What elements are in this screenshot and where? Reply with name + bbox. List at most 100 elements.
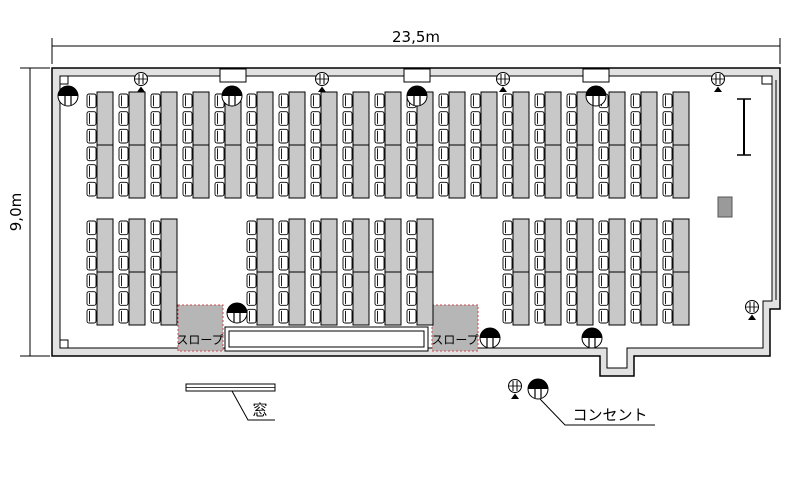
outlet-marker	[511, 393, 519, 399]
chair	[630, 164, 641, 179]
chair-seat	[406, 238, 417, 253]
chair-seat	[630, 273, 641, 289]
wall-outlet-icon	[221, 85, 243, 107]
desk	[640, 144, 658, 199]
chair-seat	[182, 181, 193, 197]
outlet-legend-label: コンセント	[572, 406, 647, 424]
chair	[310, 220, 321, 236]
chair	[118, 128, 129, 144]
chair-seat	[566, 238, 577, 253]
chair	[246, 238, 257, 253]
chair	[406, 308, 417, 324]
chair-seat	[534, 273, 545, 289]
desk	[672, 218, 690, 273]
chair-seat	[278, 111, 289, 126]
chair	[470, 93, 481, 109]
chair	[278, 111, 289, 126]
desk-column	[310, 218, 338, 326]
chair	[502, 181, 513, 197]
chair	[246, 273, 257, 289]
chair	[566, 128, 577, 144]
chair-seat	[662, 220, 673, 236]
chair-seat	[470, 93, 481, 109]
chair	[534, 128, 545, 144]
chair-seat	[406, 291, 417, 306]
desk	[512, 218, 530, 273]
chair-seat	[214, 181, 225, 197]
chair	[246, 93, 257, 109]
chair	[662, 93, 673, 109]
chair-seat	[438, 93, 449, 109]
chair-seat	[374, 255, 385, 271]
desk	[384, 144, 402, 199]
chair	[534, 93, 545, 109]
desk	[352, 218, 370, 273]
chair-seat	[502, 273, 513, 289]
chair	[534, 291, 545, 306]
chair	[150, 220, 161, 236]
chair	[374, 111, 385, 126]
chair	[310, 128, 321, 144]
chair	[278, 291, 289, 306]
chair	[246, 164, 257, 179]
chair-seat	[438, 164, 449, 179]
chair-seat	[662, 181, 673, 197]
chair-seat	[502, 146, 513, 162]
chair	[566, 291, 577, 306]
outlet-cap	[586, 86, 606, 96]
chair	[598, 146, 609, 162]
chair	[470, 181, 481, 197]
chair-seat	[566, 255, 577, 271]
chair	[534, 181, 545, 197]
chair	[86, 111, 97, 126]
desk	[608, 91, 626, 146]
desk	[384, 271, 402, 326]
chair	[502, 164, 513, 179]
desk	[160, 271, 178, 326]
height-dimension: 9,0m	[7, 67, 50, 357]
chair	[310, 238, 321, 253]
chair-seat	[246, 181, 257, 197]
slope-left: スロープ	[176, 304, 224, 352]
desk	[512, 91, 530, 146]
outlet-marker	[318, 86, 326, 92]
chair-seat	[310, 273, 321, 289]
chair	[662, 146, 673, 162]
outlet-marker	[137, 86, 145, 92]
chair	[630, 128, 641, 144]
chair	[246, 220, 257, 236]
chair-seat	[630, 238, 641, 253]
chair-seat	[118, 111, 129, 126]
pillar	[582, 68, 610, 83]
chair-seat	[86, 291, 97, 306]
desk-column	[566, 218, 594, 326]
chair	[246, 181, 257, 197]
chair-seat	[406, 128, 417, 144]
chair-seat	[374, 220, 385, 236]
chair-seat	[278, 255, 289, 271]
chair-seat	[150, 238, 161, 253]
chair	[470, 128, 481, 144]
chair-seat	[662, 308, 673, 324]
chair	[214, 164, 225, 179]
chair-seat	[662, 273, 673, 289]
chair	[150, 93, 161, 109]
chair-seat	[246, 291, 257, 306]
chair	[150, 291, 161, 306]
chair	[246, 111, 257, 126]
chair-seat	[310, 291, 321, 306]
chair	[150, 111, 161, 126]
chair	[246, 255, 257, 271]
chair	[598, 128, 609, 144]
chair-seat	[534, 93, 545, 109]
chair-seat	[342, 291, 353, 306]
desk	[480, 144, 498, 199]
outlet-marker	[714, 86, 722, 92]
chair	[374, 220, 385, 236]
chair-seat	[246, 220, 257, 236]
chair	[310, 291, 321, 306]
wall-outlet-icon	[226, 302, 248, 324]
chair	[214, 111, 225, 126]
desk	[160, 144, 178, 199]
chair-seat	[182, 93, 193, 109]
